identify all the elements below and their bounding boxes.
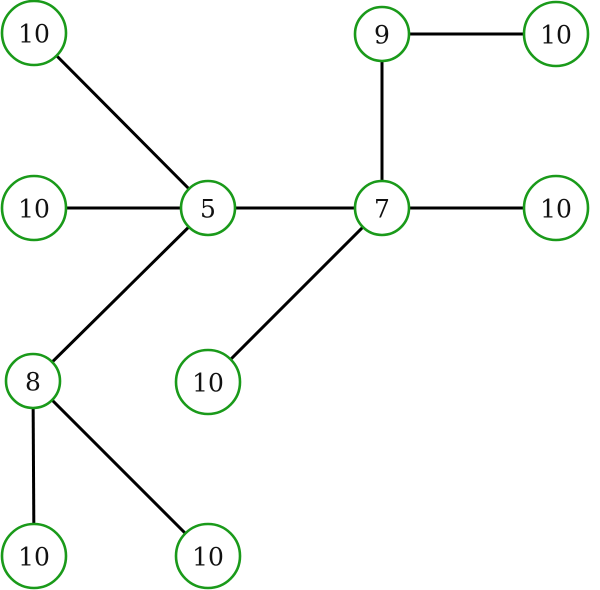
node-n7: 7	[353, 179, 411, 237]
node-label: 5	[200, 195, 216, 224]
edge-n7-n10g	[206, 206, 384, 384]
node-circle	[4, 352, 62, 410]
node-n8: 8	[4, 352, 62, 410]
node-n10d: 10	[174, 522, 242, 590]
node-label: 8	[25, 368, 41, 397]
node-label: 10	[18, 543, 50, 572]
node-circle	[0, 522, 68, 590]
node-n10c: 10	[0, 522, 68, 590]
node-circle	[522, 0, 590, 68]
node-label: 10	[192, 543, 224, 572]
node-circle	[353, 179, 411, 237]
node-circle	[179, 179, 237, 237]
node-label: 10	[18, 195, 50, 224]
node-n10f: 10	[522, 174, 590, 242]
node-circle	[522, 174, 590, 242]
node-label: 9	[374, 21, 390, 50]
node-label: 10	[540, 195, 572, 224]
node-n5: 5	[179, 179, 237, 237]
edge-n8-n10d	[31, 379, 210, 558]
node-n10a: 10	[0, 0, 68, 67]
node-label: 10	[540, 21, 572, 50]
node-circle	[0, 0, 68, 67]
edge-n10a-n5	[32, 31, 210, 210]
node-n10b: 10	[0, 174, 68, 242]
edges-layer	[31, 31, 556, 558]
node-n9: 9	[353, 5, 411, 63]
node-n10e: 10	[522, 0, 590, 68]
node-label: 10	[192, 369, 224, 398]
node-circle	[174, 522, 242, 590]
node-label: 7	[374, 195, 390, 224]
node-n10g: 10	[174, 348, 242, 416]
node-circle	[174, 348, 242, 416]
node-label: 10	[18, 20, 50, 49]
node-circle	[353, 5, 411, 63]
edge-n5-n8	[31, 206, 210, 383]
node-circle	[0, 174, 68, 242]
